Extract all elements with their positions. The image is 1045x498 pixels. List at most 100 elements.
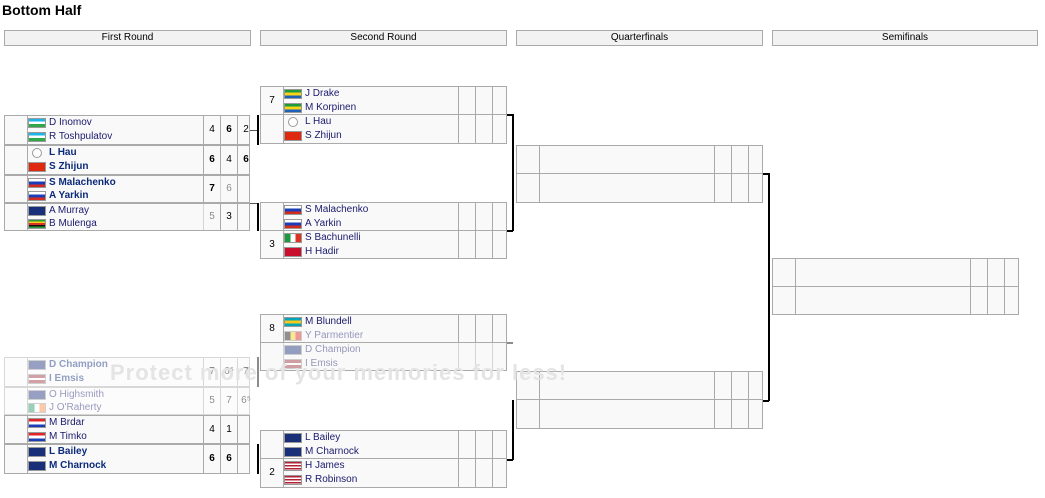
player-row: L Hau	[28, 146, 88, 160]
team-slot: S Malachenko A Yarkin	[261, 203, 506, 231]
score-set-3: 6	[237, 146, 254, 174]
player-name[interactable]: M Timko	[49, 431, 87, 442]
score-set-1	[458, 115, 475, 143]
player-row: I Emsis	[284, 357, 361, 371]
latvia-flag-icon	[284, 359, 302, 369]
player-name[interactable]: S Zhijun	[49, 161, 89, 172]
player-name[interactable]: M Korpinen	[305, 102, 357, 113]
player-name[interactable]: R Toshpulatov	[49, 131, 113, 142]
player-row: S Zhijun	[284, 129, 342, 143]
player-name[interactable]: L Bailey	[49, 446, 88, 457]
team-names: L Hau S Zhijun	[28, 146, 88, 174]
score-set-2: 6	[220, 116, 237, 144]
italy-flag-icon	[284, 233, 302, 243]
team-names: M Blundell Y Parmentier	[284, 315, 363, 343]
team-names: H James R Robinson	[284, 459, 357, 487]
team-slot	[773, 259, 1018, 287]
score-set-2: 6	[220, 445, 237, 473]
player-row: D Champion	[28, 358, 108, 372]
player-name[interactable]: I Emsis	[305, 358, 338, 369]
player-name[interactable]: S Zhijun	[305, 130, 342, 141]
russia-flag-icon	[28, 190, 46, 201]
gabon-flag-icon	[284, 89, 302, 99]
player-name[interactable]: M Charnock	[305, 446, 359, 457]
connector	[507, 342, 513, 344]
connector	[512, 114, 514, 231]
seed: 3	[261, 231, 284, 259]
player-row: O Highsmith	[28, 388, 104, 401]
player-name[interactable]: L Hau	[305, 116, 332, 127]
croatia-flag-icon	[28, 418, 46, 428]
connector	[507, 114, 513, 116]
connector	[507, 459, 513, 461]
player-row: M Charnock	[284, 445, 359, 459]
team-names: S Bachunelli H Hadir	[284, 231, 361, 259]
player-name[interactable]: D Champion	[49, 359, 108, 370]
player-name[interactable]: A Murray	[49, 205, 90, 216]
player-name[interactable]: R Robinson	[305, 474, 358, 485]
great-britain-flag-icon	[284, 447, 302, 457]
player-name[interactable]: Y Parmentier	[305, 330, 364, 341]
seed	[5, 146, 28, 174]
seed	[261, 343, 284, 371]
player-row: S Zhijun	[28, 160, 88, 174]
score-set-1: 6	[203, 146, 220, 174]
player-name[interactable]: B Mulenga	[49, 218, 97, 229]
australia-flag-icon	[28, 205, 46, 216]
player-name[interactable]: D Champion	[305, 344, 361, 355]
team-slot: D Champion I Emsis	[261, 343, 506, 371]
team-names: J Drake M Korpinen	[284, 87, 356, 115]
qf-match-2	[516, 371, 763, 429]
score-set-3	[237, 445, 254, 473]
player-row: L Bailey	[28, 445, 106, 459]
score-set-3	[492, 431, 509, 459]
round-header-first: First Round	[4, 30, 251, 46]
player-name[interactable]: I Emsis	[49, 373, 85, 384]
player-name[interactable]: S Malachenko	[305, 204, 369, 215]
r2-match-2: S Malachenko A Yarkin 3 S Bachunelli H H…	[260, 202, 507, 259]
r1-match-5: D Champion I Emsis 7 6⁵ 7	[4, 357, 250, 387]
usa-flag-icon	[284, 475, 302, 485]
sf-match-1	[772, 258, 1019, 315]
player-name[interactable]: L Hau	[49, 147, 77, 158]
team-slot	[517, 372, 762, 400]
player-name[interactable]: J Drake	[305, 88, 340, 99]
russia-flag-icon	[28, 177, 46, 188]
player-name[interactable]: S Malachenko	[49, 177, 116, 188]
score-set-2	[475, 203, 492, 231]
score-set-2: 6⁵	[220, 358, 237, 386]
player-name[interactable]: M Blundell	[305, 316, 352, 327]
player-name[interactable]: A Yarkin	[305, 218, 342, 229]
connector	[768, 173, 770, 401]
page-title: Bottom Half	[2, 2, 82, 18]
score-set-2	[475, 315, 492, 343]
score-set-3	[492, 203, 509, 231]
player-name[interactable]: O Highsmith	[49, 389, 105, 400]
player-row: R Robinson	[284, 473, 357, 487]
player-name[interactable]: L Bailey	[305, 432, 341, 443]
score-set-3	[237, 416, 254, 443]
player-name[interactable]: S Bachunelli	[305, 232, 361, 243]
score-set-2	[731, 146, 748, 174]
player-name[interactable]: M Charnock	[49, 460, 107, 471]
score-set-2	[731, 174, 748, 202]
russia-flag-icon	[284, 219, 302, 229]
player-name[interactable]: J O'Raherty	[49, 402, 102, 413]
player-name[interactable]: M Brdar	[49, 417, 85, 428]
team-names: A Murray B Mulenga	[28, 204, 97, 232]
team-names: S Malachenko A Yarkin	[28, 176, 116, 204]
player-name[interactable]: H James	[305, 460, 345, 471]
player-name[interactable]: A Yarkin	[49, 190, 89, 201]
player-row: D Inomov	[28, 116, 112, 130]
player-name[interactable]: D Inomov	[49, 117, 92, 128]
player-row: I Emsis	[28, 372, 108, 386]
player-row: R Toshpulatov	[28, 130, 112, 144]
score-set-2	[475, 343, 492, 371]
great-britain-flag-icon	[28, 447, 46, 457]
bahrain-flag-icon	[284, 247, 302, 257]
score-set-2	[475, 87, 492, 115]
player-name[interactable]: H Hadir	[305, 246, 339, 257]
qf-match-1	[516, 145, 763, 203]
score-set-1	[714, 146, 731, 174]
belgium-flag-icon	[284, 331, 302, 341]
